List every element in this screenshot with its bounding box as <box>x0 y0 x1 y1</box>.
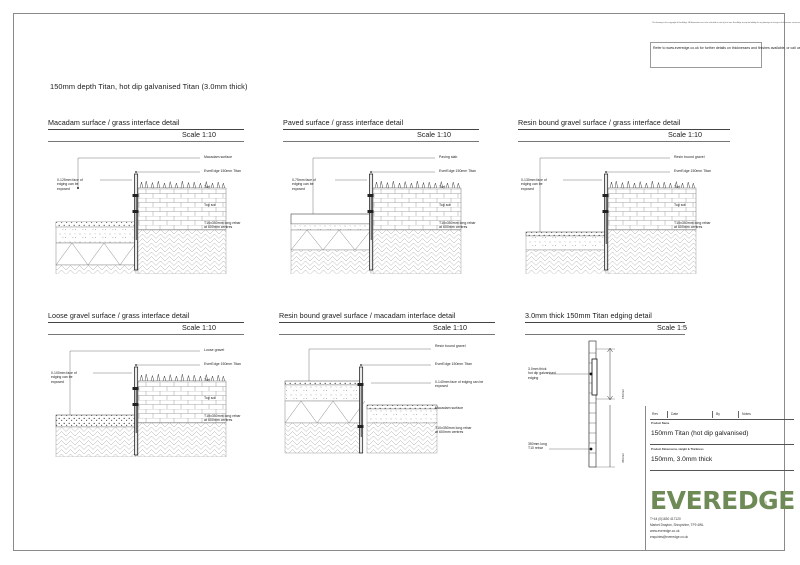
label-surface: Loose gravel <box>204 348 225 352</box>
exposure-note: 0-125mm face of edging can be exposed <box>57 178 83 191</box>
label-topsoil: Top soil <box>204 203 217 207</box>
label-topsoil: Top soil <box>204 396 217 400</box>
label-turf: Turf <box>204 185 211 189</box>
label-surface: Resin bound gravel <box>435 344 466 348</box>
label-topsoil: Top soil <box>439 203 452 207</box>
panel-title: Resin bound gravel surface / macadam int… <box>279 311 456 320</box>
detail-drawing <box>279 337 509 457</box>
product-name-label: Product Name <box>651 422 670 425</box>
panel-title: 3.0mm thick 150mm Titan edging detail <box>525 311 652 320</box>
panel-scale: Scale 1:10 <box>182 323 216 332</box>
label-turf: Turf <box>439 185 446 189</box>
label-edging: EverEdge 150mm Titan <box>204 362 241 366</box>
label-edging-material: 3.0mm thick hot dip galvanised edging <box>528 367 556 380</box>
dimension-rebar-length: 350mm <box>621 452 625 463</box>
label-edging: EverEdge 150mm Titan <box>439 169 476 173</box>
detail-drawing <box>48 337 278 457</box>
edging-elevation-drawing <box>525 337 705 477</box>
rev-header-by: By <box>716 412 720 416</box>
rev-header-date: Date <box>671 412 679 416</box>
detail-drawing <box>48 144 278 274</box>
product-name-value: 150mm Titan (hot dip galvanised) <box>651 430 749 437</box>
label-edging: EverEdge 150mm Titan <box>204 169 241 173</box>
panel-scale: Scale 1:10 <box>433 323 467 332</box>
label-surface: Paving slab <box>439 155 458 159</box>
exposure-note: 0-130mm face of edging can be exposed <box>521 178 547 191</box>
reference-note-box: Refer to www.everedge.co.uk for further … <box>650 42 800 68</box>
footer-address: Market Drayton, Shropshire, TF9 4WL <box>650 523 704 527</box>
product-dimensions-value: 150mm, 3.0mm thick <box>651 456 713 463</box>
label-rebar: T10x350mm long rebar at 600mm centres <box>204 414 241 423</box>
label-topsoil: Top soil <box>674 203 687 207</box>
exposure-note: 0-75mm face of edging can be exposed <box>292 178 316 191</box>
dimension-height: 150mm <box>621 388 625 399</box>
label-rebar: T10x350mm long rebar at 600mm centres <box>439 221 476 230</box>
footer-email[interactable]: enquiries@everedge.co.uk <box>650 535 688 539</box>
label-rebar: T10x350mm long rebar at 600mm centres <box>674 221 711 230</box>
panel-title: Macadam surface / grass interface detail <box>48 118 180 127</box>
footer-website[interactable]: www.everedge.co.uk <box>650 529 680 533</box>
panel-title: Paved surface / grass interface detail <box>283 118 404 127</box>
reference-note: Refer to www.everedge.co.uk for further … <box>653 45 800 50</box>
page-border <box>13 13 785 551</box>
label-surface: Macadam surface <box>204 155 233 159</box>
detail-drawing <box>518 144 748 274</box>
product-dimensions-label: Product Dimensions, Height & Thickness <box>651 448 704 451</box>
panel-title: Loose gravel surface / grass interface d… <box>48 311 190 320</box>
label-rebar: 350mm long T10 rebar <box>528 442 547 451</box>
registered-trademark-icon: ® <box>762 501 768 508</box>
page-title: 150mm depth Titan, hot dip galvanised Ti… <box>50 82 248 91</box>
rev-header-notes: Notes <box>742 412 751 416</box>
label-edging: EverEdge 150mm Titan <box>435 362 472 366</box>
rev-header-rev: Rev <box>652 412 659 416</box>
footer-phone: T+44 (0)1630 417120 <box>650 517 681 521</box>
label-macadam: Macadam surface <box>435 406 464 410</box>
label-rebar: T10x350mm long rebar at 600mm centres <box>204 221 241 230</box>
panel-scale: Scale 1:10 <box>182 130 216 139</box>
panel-scale: Scale 1:10 <box>668 130 702 139</box>
panel-scale: Scale 1:5 <box>657 323 687 332</box>
label-turf: Turf <box>204 378 211 382</box>
exposure-note: 0-140mm face of edging can be exposed <box>435 380 484 389</box>
copyright-note: This drawing is the copyright of EverEdg… <box>652 22 800 24</box>
exposure-note: 0-100mm face of edging can be exposed <box>51 371 77 384</box>
label-surface: Resin bound gravel <box>674 155 705 159</box>
label-rebar: T10x350mm long rebar at 600mm centres <box>435 426 472 435</box>
label-turf: Turf <box>674 185 681 189</box>
detail-drawing <box>283 144 513 274</box>
everedge-logo: EVEREDGE <box>650 486 795 515</box>
panel-scale: Scale 1:10 <box>417 130 451 139</box>
panel-title: Resin bound gravel surface / grass inter… <box>518 118 681 127</box>
label-edging: EverEdge 150mm Titan <box>674 169 711 173</box>
